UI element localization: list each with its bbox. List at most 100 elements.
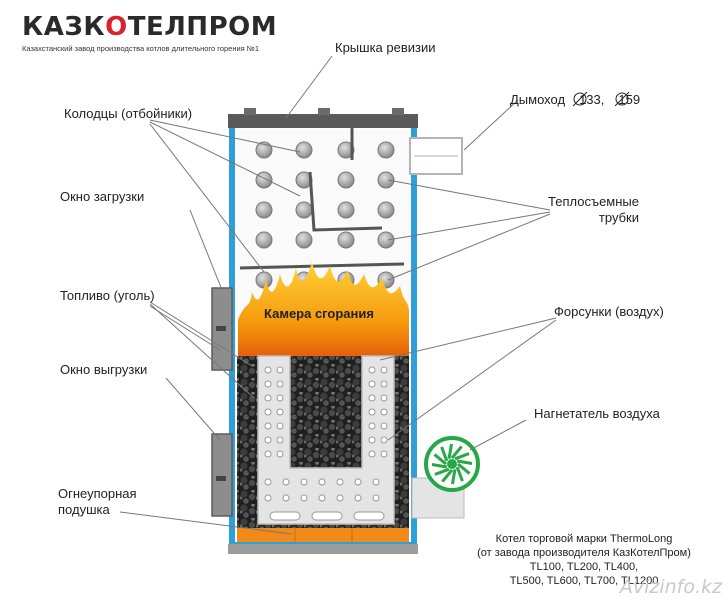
heat-tube [377,171,395,189]
nozzle-hole [368,380,376,388]
nozzle-hole [276,380,284,388]
label-baffles: Колодцы (отбойники) [64,106,193,121]
nozzle-hole [318,478,326,486]
fan-blade [434,467,450,476]
flames [238,262,409,362]
air-blower [411,436,480,519]
nozzle-hole [276,450,284,458]
nozzle-hole [368,436,376,444]
model-info: Котел торговой марки ThermoLong (от заво… [464,532,704,588]
nozzle-hole [276,422,284,430]
fan-blade [431,462,448,469]
loading-window [211,287,233,371]
heat-tube [377,231,395,249]
heat-tube [295,141,313,159]
fan-blade [441,469,454,483]
brand-tagline: Казахстанский завод производства котлов … [22,44,260,53]
nozzle-hole [336,478,344,486]
nozzle-hole [264,366,272,374]
nozzle-hole [282,494,290,502]
heat-tube [295,231,313,249]
nozzle-hole [368,408,376,416]
heat-tube [337,171,355,189]
fan-blade [455,466,464,482]
watermark: Avizinfo.kz [619,576,722,598]
nozzle-hole [354,478,362,486]
label-loading-window: Окно загрузки [60,189,145,204]
label-combustion: Камера сгорания [264,306,374,321]
label-fuel: Топливо (уголь) [60,288,155,303]
heat-tube [255,201,273,219]
nozzle-hole [264,450,272,458]
label-nozzles: Форсунки (воздух) [554,304,664,319]
nozzle-hole [276,366,284,374]
unloading-window [211,433,233,517]
nozzle-hole [336,494,344,502]
nozzle-hole [372,494,380,502]
nozzle-hole [368,450,376,458]
nozzle-hole [318,494,326,502]
nozzle-hole [380,450,388,458]
nozzle-hole [264,394,272,402]
model-line: TL500, TL600, TL700, TL1200 [509,575,659,587]
nozzle-hole [264,478,272,486]
nozzle-hole [368,394,376,402]
label-blower: Нагнетатель воздуха [534,406,660,421]
fan-blade [454,452,470,461]
fan-blade [450,468,457,485]
inspection-lid [228,108,418,128]
nozzle-hole [354,494,362,502]
model-line: (от завода производителя КазКотелПром) [477,547,691,559]
nozzle-hole [380,394,388,402]
nozzle-hole [276,436,284,444]
heat-tube [255,141,273,159]
nozzle-hole [380,422,388,430]
nozzle-hole [264,494,272,502]
heat-tube [295,201,313,219]
nozzle-hole [368,422,376,430]
diameter-icon [572,91,630,107]
heat-tube [337,231,355,249]
nozzle-hole [264,408,272,416]
air-nozzle-channel [257,355,395,525]
heat-tube [337,201,355,219]
nozzle-holes [264,366,388,502]
nozzle-hole [264,380,272,388]
nozzle-hole [276,408,284,416]
heat-tube [337,141,355,159]
boiler-base [228,544,418,554]
nozzle-hole [264,422,272,430]
heat-tube [255,231,273,249]
heat-tube [377,141,395,159]
baffles [239,128,405,270]
fan-blade [450,445,463,459]
nozzle-hole [380,436,388,444]
model-line: Котел торговой марки ThermoLong [495,533,673,545]
nozzle-hole [276,394,284,402]
refractory-cushion [237,528,409,542]
nozzle-hole [380,408,388,416]
flue-pipe [409,137,463,175]
label-unloading-window: Окно выгрузки [60,362,148,377]
brand-logo: КАЗКОТЕЛПРОМ [22,12,278,42]
nozzle-hole [380,366,388,374]
heat-tube [377,201,395,219]
heat-tube [255,271,273,289]
leader-lines [119,55,557,535]
nozzle-hole [282,478,290,486]
heat-tube [255,171,273,189]
fan-blade [447,443,454,460]
label-lid: Крышка ревизии [335,40,436,55]
fan-blade [440,446,449,462]
model-line: TL100, TL200, TL400, [529,561,639,573]
fan-blade [433,453,447,466]
fan-blade [457,462,471,475]
nozzle-hole [300,494,308,502]
nozzle-hole [380,380,388,388]
heat-tubes-grid [255,141,395,289]
nozzle-hole [372,478,380,486]
nozzle-hole [368,366,376,374]
